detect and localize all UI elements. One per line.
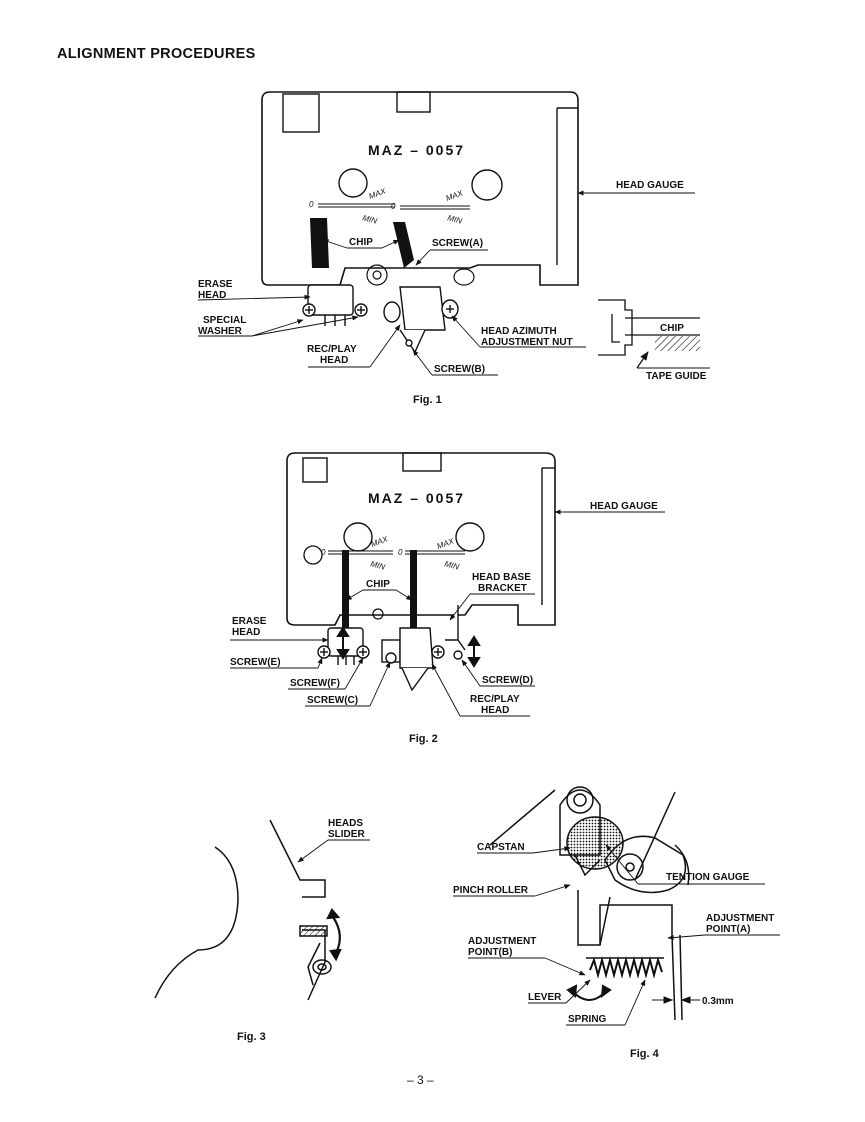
fig1-caption: Fig. 1 [413, 394, 442, 406]
label-head-base-bracket-2: BRACKET [478, 583, 527, 594]
label-azimuth-nut-1: HEAD AZIMUTH [481, 326, 557, 337]
head-gauge-plate-2 [286, 452, 556, 626]
label-screw-b: SCREW(B) [434, 364, 485, 375]
gauge-scales [318, 203, 470, 210]
label-screw-e: SCREW(E) [230, 657, 281, 668]
label-capstan: CAPSTAN [477, 842, 525, 853]
scale-max-right: MAX [445, 188, 465, 203]
fig2-caption: Fig. 2 [409, 733, 438, 745]
label-head-base-bracket-1: HEAD BASE [472, 572, 531, 583]
erase-head [302, 284, 368, 326]
rec-play-head [383, 286, 459, 354]
label-tape-guide: TAPE GUIDE [646, 371, 707, 382]
label-rec-play-head-2b: HEAD [481, 705, 509, 716]
label-heads-slider-1: HEADS [328, 818, 363, 829]
label-screw-c: SCREW(C) [307, 695, 358, 706]
figure-2-head-gauge-diagram: MAZ – 0057 0 0 MAX MAX MIN MIN [230, 452, 665, 745]
label-chip-2: CHIP [366, 579, 390, 590]
label-erase-head-2a: ERASE [232, 616, 267, 627]
rec-play-head-chip-2 [410, 550, 417, 630]
label-screw-d: SCREW(D) [482, 675, 533, 686]
fig3-caption: Fig. 3 [237, 1031, 266, 1043]
page-title: ALIGNMENT PROCEDURES [57, 46, 256, 62]
scale-min-right-2: MIN [443, 559, 460, 572]
page-number: – 3 – [407, 1073, 434, 1087]
label-head-gauge-2: HEAD GAUGE [590, 501, 658, 512]
head-base-adjust-arrow [467, 635, 481, 668]
scale-min-left: MIN [361, 213, 378, 226]
fig4-caption: Fig. 4 [630, 1048, 660, 1060]
figure-4-capstan-tension-diagram: CAPSTAN TENTION GAUGE PINCH ROLLER ADJUS… [453, 786, 780, 1060]
inset-chip-tape-guide [598, 299, 710, 369]
gauge-model-label-2: MAZ – 0057 [368, 490, 465, 506]
label-rec-play-head-1: REC/PLAY [307, 344, 357, 355]
lever-rotate-arrow [566, 984, 612, 1001]
rec-play-head-2 [381, 605, 466, 692]
heads-slider-rotate-arrow [326, 908, 342, 962]
erase-head-chip-2 [342, 550, 349, 630]
figure-3-heads-slider-diagram: HEADS SLIDER Fig. 3 [154, 818, 370, 1043]
label-rec-play-head-2a: REC/PLAY [470, 694, 520, 705]
erase-head-adjust-arrow [336, 626, 350, 660]
scale-min-left-2: MIN [369, 559, 386, 572]
label-erase-head-2b: HEAD [232, 627, 260, 638]
label-head-gauge: HEAD GAUGE [616, 180, 684, 191]
label-spring: SPRING [568, 1014, 607, 1025]
label-inset-chip: CHIP [660, 323, 684, 334]
capstan-mechanism [489, 786, 690, 1021]
label-rec-play-head-2: HEAD [320, 355, 348, 366]
label-lever: LEVER [528, 992, 562, 1003]
label-special-washer-1: SPECIAL [203, 315, 246, 326]
label-screw-a: SCREW(A) [432, 238, 483, 249]
rec-play-head-chip [393, 222, 414, 268]
label-adjustment-point-a-1: ADJUSTMENT [706, 913, 774, 924]
scale-min-right: MIN [446, 213, 463, 226]
spring-coil [589, 956, 663, 979]
label-erase-head-2: HEAD [198, 290, 226, 301]
label-chip: CHIP [349, 237, 373, 248]
scale-zero-right-2: 0 [398, 548, 403, 557]
heads-slider-mechanism [154, 819, 332, 1001]
label-erase-head-1: ERASE [198, 279, 233, 290]
scale-zero-left-2: 0 [321, 548, 326, 557]
erase-head-chip [310, 218, 329, 268]
label-special-washer-2: WASHER [198, 326, 243, 337]
label-azimuth-nut-2: ADJUSTMENT NUT [481, 337, 573, 348]
scale-max-right-2: MAX [436, 536, 456, 551]
scale-zero-right: 0 [391, 202, 396, 211]
scale-max-left: MAX [368, 186, 388, 201]
label-adjustment-point-b-2: POINT(B) [468, 947, 512, 958]
label-pinch-roller: PINCH ROLLER [453, 885, 529, 896]
scale-zero-left: 0 [309, 200, 314, 209]
gap-indicator [652, 996, 700, 1004]
gauge-model-label: MAZ – 0057 [368, 142, 465, 158]
label-heads-slider-2: SLIDER [328, 829, 365, 840]
label-tention-gauge: TENTION GAUGE [666, 872, 750, 883]
label-adjustment-point-a-2: POINT(A) [706, 924, 750, 935]
label-gap: 0.3mm [702, 996, 734, 1007]
label-screw-f: SCREW(F) [290, 678, 340, 689]
label-adjustment-point-b-1: ADJUSTMENT [468, 936, 536, 947]
figure-1-head-gauge-diagram: MAZ – 0057 0 0 MAX MAX MIN MIN [197, 91, 710, 406]
head-gauge-plate [261, 91, 579, 286]
